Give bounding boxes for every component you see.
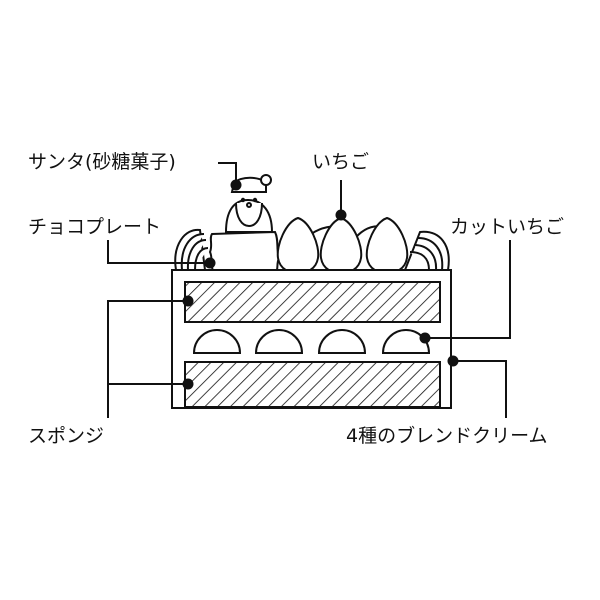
- sponge-layer-bottom: [184, 361, 441, 408]
- marker-dot: [335, 209, 347, 221]
- label-strawberry: いちご: [312, 151, 370, 173]
- leader-line-cream: [453, 360, 507, 418]
- marker-dot: [204, 257, 216, 269]
- sponge-layer-top: [184, 281, 441, 323]
- cut-strawberry: [317, 329, 367, 354]
- label-sponge: スポンジ: [28, 425, 105, 447]
- marker-dot: [182, 295, 194, 307]
- choco-plate: [208, 230, 281, 276]
- label-cream: 4種のブレンドクリーム: [346, 425, 548, 447]
- leader-line-cut-strawberry: [425, 240, 511, 339]
- cut-strawberry: [192, 329, 242, 354]
- leader-line-santa: [218, 162, 237, 185]
- label-choco-plate: チョコプレート: [28, 216, 162, 238]
- cream-swirl-right: [403, 230, 450, 271]
- marker-dot: [447, 355, 459, 367]
- marker-dot: [419, 332, 431, 344]
- label-santa: サンタ(砂糖菓子): [28, 151, 176, 173]
- marker-dot: [230, 179, 242, 191]
- strawberry: [276, 216, 320, 275]
- leader-line-choco: [107, 240, 210, 264]
- cut-strawberry: [254, 329, 304, 354]
- label-cut-strawberry: カットいちご: [450, 216, 565, 238]
- leader-line-sponge: [107, 300, 188, 418]
- santa-figure: [224, 174, 274, 233]
- marker-dot: [182, 378, 194, 390]
- cut-strawberry: [381, 329, 431, 354]
